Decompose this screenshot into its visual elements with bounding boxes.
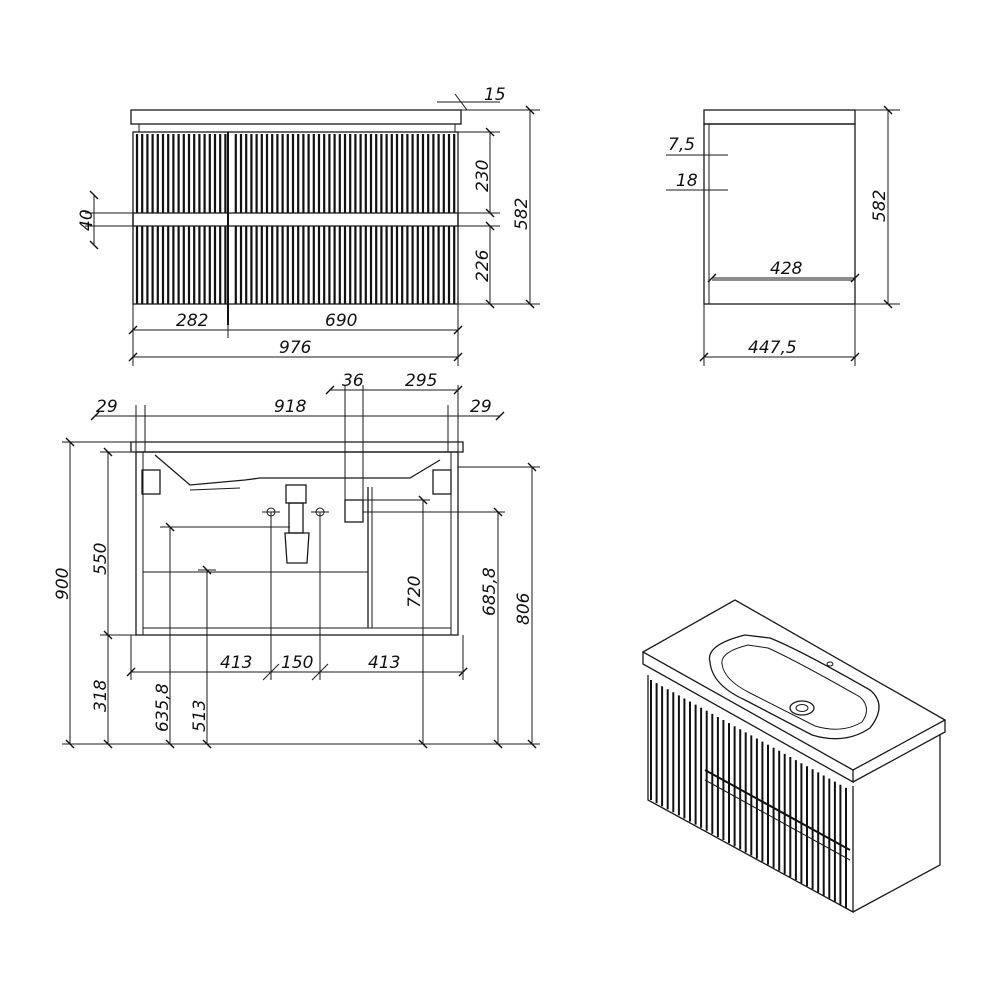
dim-685_8: 685,8 (480, 567, 500, 616)
dim-15: 15 (484, 85, 506, 105)
dim-230: 230 (473, 160, 493, 192)
iso-drain-inner (795, 704, 809, 712)
siphon-top (285, 484, 307, 504)
bracket-right (432, 469, 452, 495)
iso-drawer-divider-2 (704, 779, 851, 861)
basin-bottom (189, 487, 241, 491)
bracket-middle (344, 499, 364, 523)
side-cabinet (703, 123, 856, 305)
basin-profile (154, 454, 441, 486)
iso-drain (789, 700, 815, 716)
dim-15-leader (454, 93, 468, 111)
iso-drawer-divider (704, 769, 851, 851)
dim-513: 513 (190, 700, 210, 732)
dim-635_8: 635,8 (153, 683, 173, 732)
iso-tap-hole (826, 661, 834, 667)
isometric-view (641, 599, 947, 914)
dim-582-front: 582 (512, 198, 532, 230)
dim-413-right: 413 (368, 653, 400, 673)
front-view (130, 109, 462, 325)
countertop-outline (130, 109, 462, 125)
tick-271 (262, 663, 280, 681)
dim-690: 690 (325, 311, 357, 331)
iso-basin-inner (721, 644, 867, 730)
dim-550: 550 (91, 543, 111, 575)
dim-29-right: 29 (470, 397, 492, 417)
dim-36: 36 (342, 371, 364, 391)
side-dim-447_5: 447,5 (748, 338, 797, 358)
side-dim-7_5: 7,5 (668, 135, 695, 155)
siphon-pipe (288, 502, 304, 534)
back-countertop (130, 441, 464, 453)
dim-29-left: 29 (96, 397, 118, 417)
dim-806: 806 (514, 592, 534, 625)
iso-cabinet-side (852, 735, 941, 913)
side-dim-582: 582 (870, 190, 890, 222)
dim-226: 226 (473, 249, 493, 282)
dim-295: 295 (405, 371, 437, 391)
drawer-divider (132, 212, 459, 227)
dim-318: 318 (91, 679, 111, 712)
side-dim-18: 18 (676, 171, 698, 191)
iso-cabinet-front (647, 675, 854, 914)
dim-918: 918 (274, 397, 307, 417)
dim-413-left: 413 (220, 653, 252, 673)
dim-976: 976 (279, 338, 312, 358)
side-dim-428: 428 (770, 259, 803, 279)
tick-320 (311, 663, 329, 681)
front-dimensions: 15 230 226 582 40 282 690 976 (77, 85, 540, 366)
side-countertop (703, 109, 856, 125)
iso-basin (708, 634, 880, 740)
side-view: 582 7,5 18 428 447,5 (666, 105, 900, 366)
bracket-left (141, 469, 161, 495)
dim-40: 40 (77, 209, 97, 231)
dim-282: 282 (176, 311, 208, 331)
siphon-trap (284, 532, 310, 564)
iso-countertop-front (642, 652, 854, 784)
dim-720: 720 (405, 576, 425, 608)
fluted-drawer-fronts (135, 134, 456, 304)
cabinet-body-front (132, 131, 459, 305)
back-inner (142, 451, 452, 636)
iso-countertop-top (641, 599, 947, 771)
dim-150: 150 (281, 653, 313, 673)
iso-countertop-side (852, 720, 946, 783)
back-view (130, 441, 464, 636)
dim-900: 900 (53, 568, 73, 600)
back-dimensions: 36 295 29 918 29 900 550 318 635,8 513 4… (53, 371, 540, 749)
